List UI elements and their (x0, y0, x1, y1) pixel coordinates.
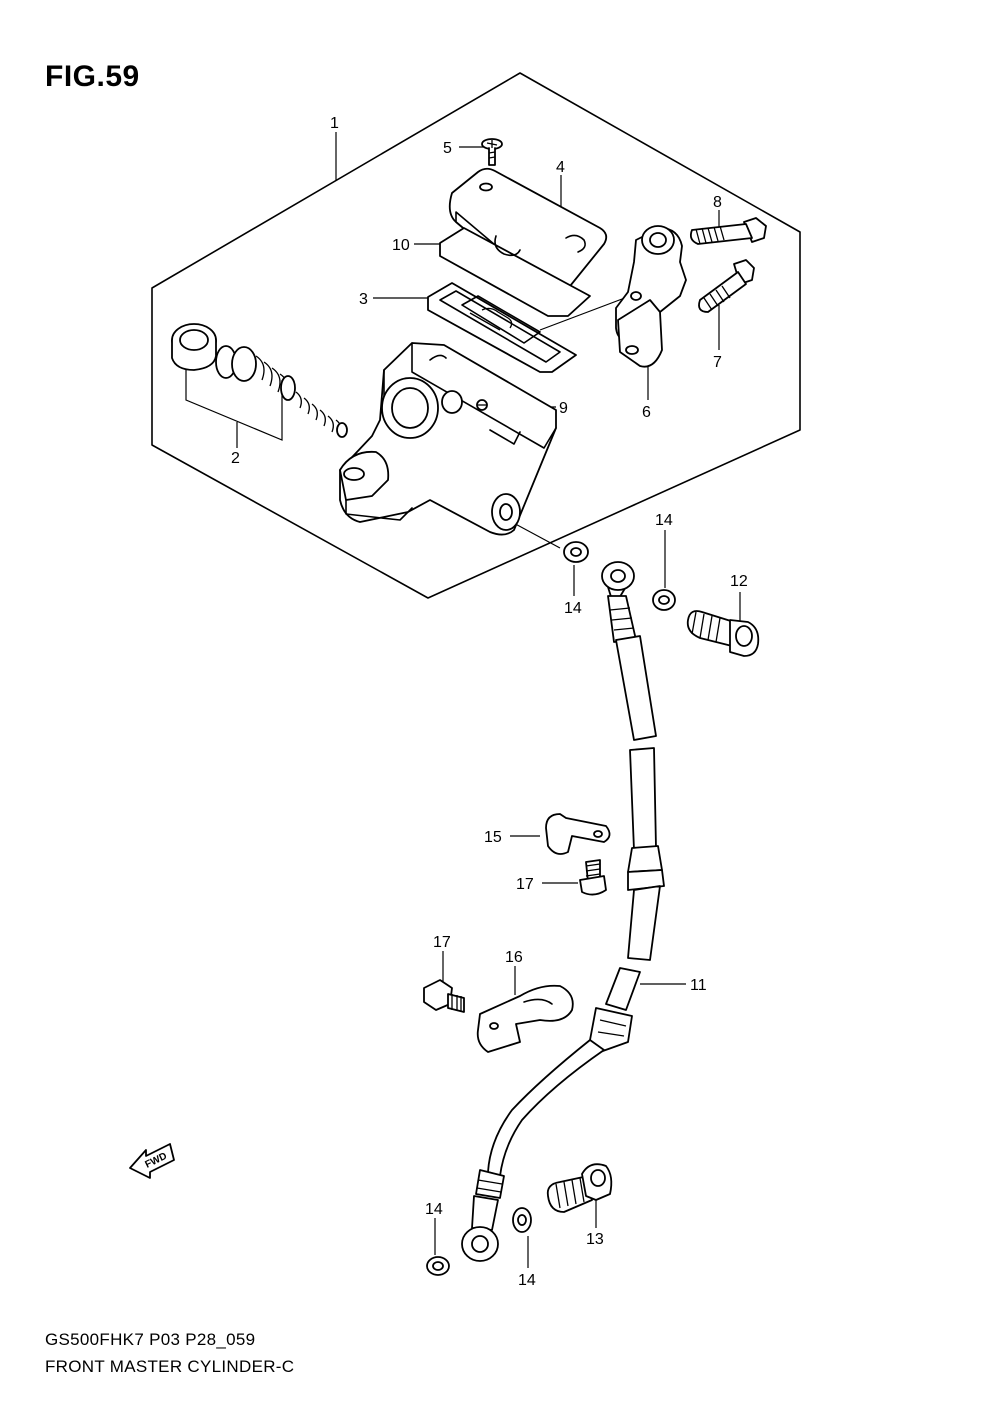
figure-title: FIG.59 (45, 60, 140, 93)
brake-hose (461, 561, 665, 1262)
hose-clamp-upper (545, 813, 611, 855)
clamp-bolt-upper (579, 859, 607, 896)
clamp-bolt-lower (423, 979, 465, 1013)
washer-lower-right (512, 1207, 532, 1233)
callout-8: 8 (713, 194, 722, 211)
master-cylinder-body (339, 342, 557, 536)
callout-11: 11 (690, 977, 707, 994)
callout-16: 16 (505, 949, 523, 966)
callout-5: 5 (443, 140, 452, 157)
footer-model-code: GS500FHK7 P03 P28_059 (45, 1330, 256, 1349)
footer-part-name: FRONT MASTER CYLINDER-C (45, 1357, 295, 1376)
callout-labels: 1 5 4 10 3 8 7 6 9 2 14 14 12 15 17 17 1… (231, 115, 748, 1289)
callout-17-a: 17 (516, 876, 534, 893)
callout-14-c: 14 (425, 1201, 443, 1218)
lever-bracket (615, 225, 687, 368)
washer-upper-right (652, 589, 676, 611)
callout-13: 13 (586, 1231, 604, 1248)
assembly-outline (151, 72, 801, 599)
callout-7: 7 (713, 354, 722, 371)
callout-14-b: 14 (655, 512, 673, 529)
union-bolt-lower (546, 1163, 613, 1213)
callout-9: 9 (559, 400, 568, 417)
callout-2: 2 (231, 450, 240, 467)
washer-upper-left (563, 541, 589, 563)
fwd-arrow-icon: FWD (129, 1143, 175, 1179)
washer-lower-left (426, 1256, 450, 1276)
bracket-bolt-short (698, 259, 755, 313)
callout-12: 12 (730, 573, 748, 590)
callout-15: 15 (484, 829, 502, 846)
callout-4: 4 (556, 159, 565, 176)
callout-3: 3 (359, 291, 368, 308)
diaphragm (427, 282, 577, 373)
callout-6: 6 (642, 404, 651, 421)
piston-kit (171, 323, 348, 438)
callout-10: 10 (392, 237, 410, 254)
callout-14-d: 14 (518, 1272, 536, 1289)
hose-clamp-lower (476, 984, 574, 1053)
bracket-bolt-long (689, 217, 767, 245)
reservoir-cap-screw (481, 138, 503, 166)
diaphragm-plate (439, 227, 591, 317)
callout-14-a: 14 (564, 600, 582, 617)
callout-1: 1 (330, 115, 339, 132)
callout-17-b: 17 (433, 934, 451, 951)
union-bolt-upper (686, 610, 760, 657)
